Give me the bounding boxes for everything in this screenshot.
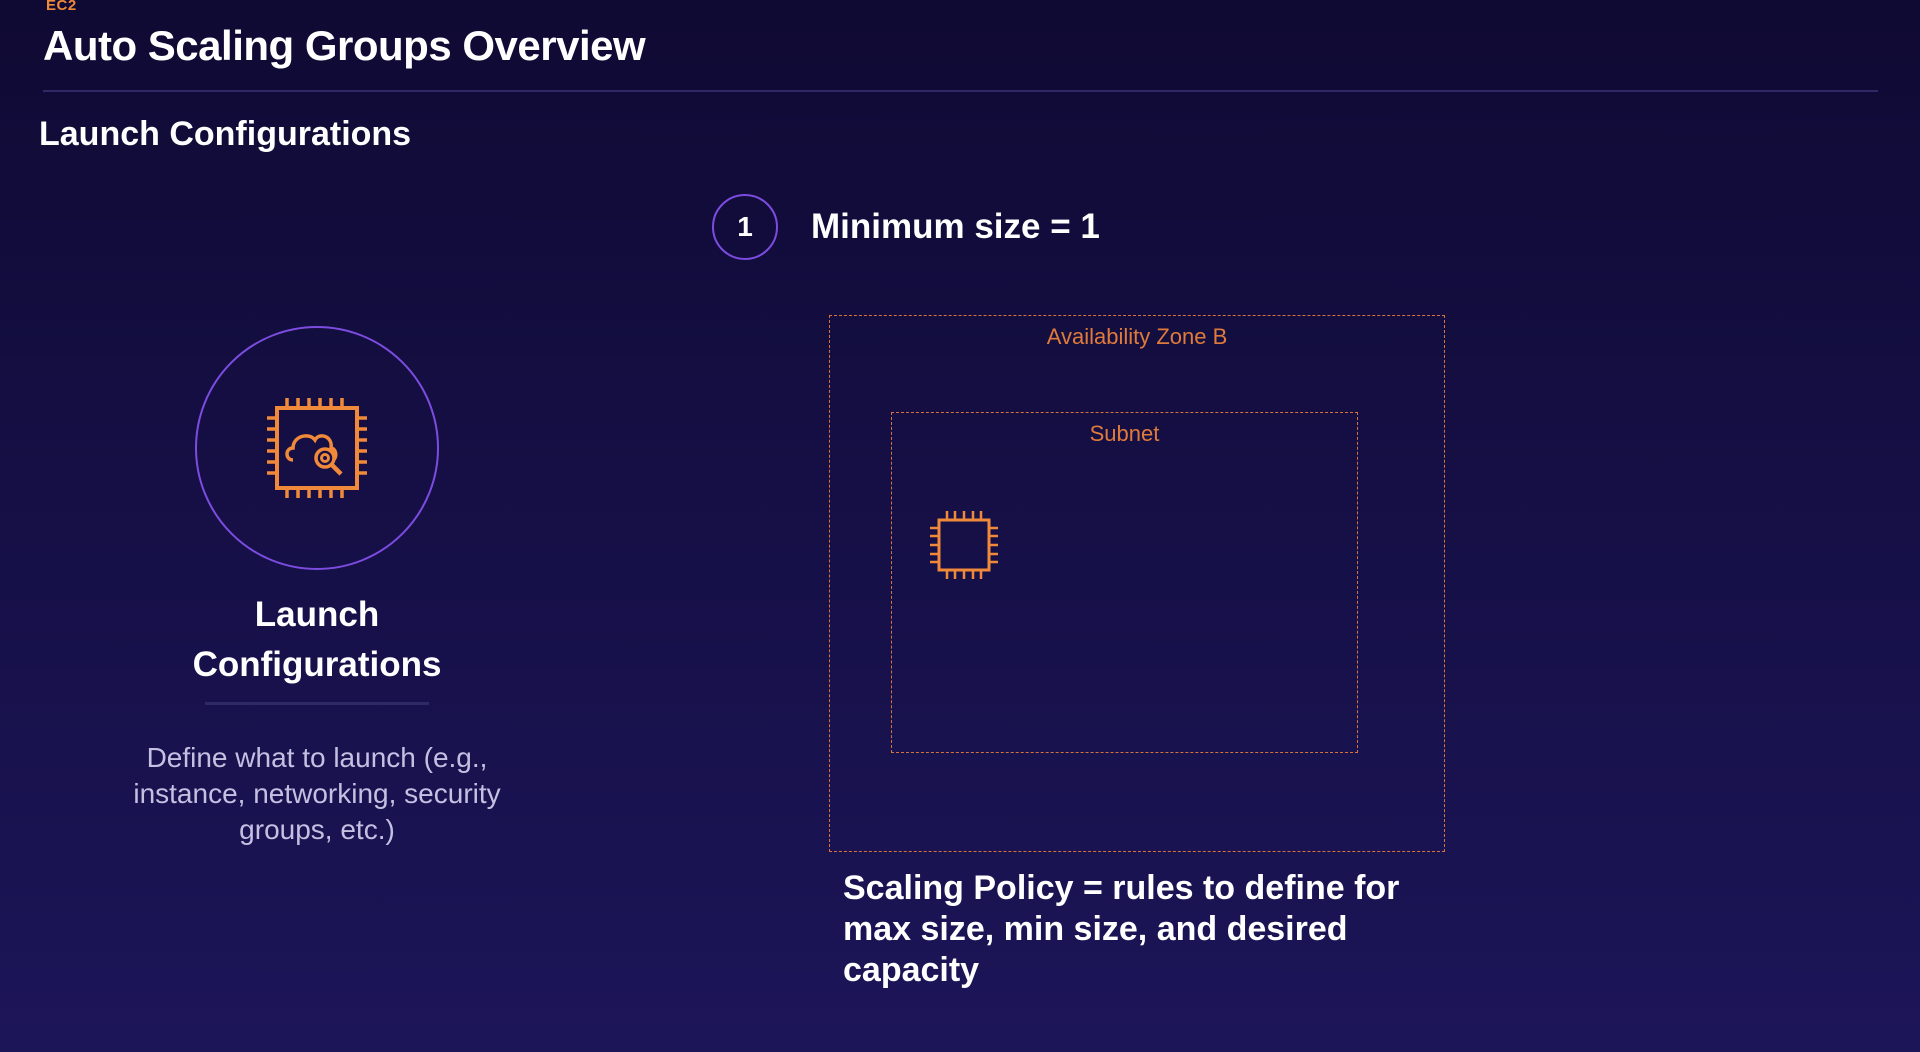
ec2-instance-icon xyxy=(930,511,998,579)
step-number-badge: 1 xyxy=(712,194,778,260)
availability-zone-box xyxy=(829,315,1445,852)
subnet-box xyxy=(891,412,1358,753)
page-title: Auto Scaling Groups Overview xyxy=(43,22,646,69)
section-title: Launch Configurations xyxy=(39,115,412,153)
launch-config-icon-circle xyxy=(195,326,439,570)
scaling-policy-text: Scaling Policy = rules to define for max… xyxy=(843,869,1400,989)
launch-config-divider xyxy=(205,702,429,705)
subnet-label: Subnet xyxy=(1089,421,1160,446)
launch-config-title: Launch Configurations xyxy=(192,595,442,684)
launch-configuration-icon xyxy=(267,398,367,498)
launch-config-description: Define what to launch (e.g., instance, n… xyxy=(133,742,501,845)
header-divider xyxy=(43,90,1878,92)
header-tag: EC2 xyxy=(46,0,77,14)
availability-zone-label: Availability Zone B xyxy=(1046,324,1228,349)
step-label: Minimum size = 1 xyxy=(811,207,1100,246)
